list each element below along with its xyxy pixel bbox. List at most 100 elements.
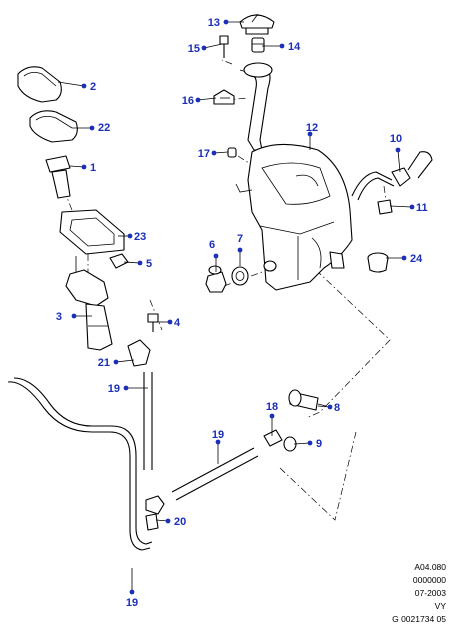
cover-2 xyxy=(17,66,62,103)
hose-connector-10 xyxy=(351,151,433,201)
cap-24 xyxy=(367,252,389,273)
callout-23: 23 xyxy=(118,231,146,243)
callout-number: 10 xyxy=(390,133,402,145)
grommet-7 xyxy=(231,266,249,286)
bolt-4 xyxy=(147,313,159,332)
callout-dot xyxy=(195,97,201,103)
callout-number: 5 xyxy=(146,258,152,270)
callout-number: 8 xyxy=(334,402,340,414)
callout-dot xyxy=(215,439,221,445)
reference-code: A04.080 xyxy=(414,562,446,572)
callout-8: 8 xyxy=(317,402,340,414)
elbow-11 xyxy=(377,199,393,215)
reservoir-tank-12 xyxy=(235,62,353,291)
callout-number: 6 xyxy=(209,239,215,251)
callout-17: 17 xyxy=(198,148,229,160)
callout-leader-line xyxy=(293,442,311,445)
callout-number: 1 xyxy=(90,162,96,174)
callout-leader-line xyxy=(197,97,217,101)
callout-dot xyxy=(409,204,415,210)
callout-19: 19 xyxy=(212,429,224,464)
callout-dot xyxy=(167,319,173,325)
pump-8 xyxy=(288,389,327,411)
callout-dot xyxy=(123,385,129,391)
callout-22: 22 xyxy=(72,122,110,134)
callout-dot xyxy=(307,131,313,137)
callout-leader-line xyxy=(115,359,135,363)
callout-number: 7 xyxy=(237,233,243,245)
callout-number: 14 xyxy=(288,41,301,53)
pump-6 xyxy=(205,265,227,293)
callout-number: 23 xyxy=(134,231,146,243)
bezel-23 xyxy=(59,209,125,255)
callout-9: 9 xyxy=(293,438,322,450)
assembly-line xyxy=(383,185,387,201)
callout-dot xyxy=(279,43,285,49)
reference-initials: VY xyxy=(434,601,446,611)
callout-dot xyxy=(71,313,77,319)
callout-dot xyxy=(395,147,401,153)
callout-dot xyxy=(81,83,87,89)
callout-dot xyxy=(201,45,207,51)
callout-dot xyxy=(89,125,95,131)
callout-dot xyxy=(401,255,407,261)
callout-number: 2 xyxy=(90,81,96,93)
callout-15: 15 xyxy=(188,43,223,55)
callout-13: 13 xyxy=(208,17,244,29)
reference-date: 07-2003 xyxy=(414,588,446,598)
callout-dot xyxy=(213,253,219,259)
hose-19-middle xyxy=(171,447,259,501)
screw-15 xyxy=(219,35,229,58)
callout-dot xyxy=(127,233,133,239)
callout-number: 18 xyxy=(266,401,278,413)
callout-number: 15 xyxy=(188,43,200,55)
callout-dot xyxy=(307,440,313,446)
cover-22 xyxy=(29,110,78,143)
callout-dot xyxy=(327,404,333,410)
callout-19: 19 xyxy=(126,568,138,609)
callout-number: 16 xyxy=(182,95,194,107)
callout-14: 14 xyxy=(262,41,301,53)
callout-number: 13 xyxy=(208,17,220,29)
callout-16: 16 xyxy=(182,95,217,107)
callout-11: 11 xyxy=(389,202,428,214)
filler-cap-13 xyxy=(239,13,275,35)
assembly-line xyxy=(305,269,391,419)
callout-21: 21 xyxy=(98,357,135,369)
callout-number: 3 xyxy=(56,311,62,323)
reference-serial: 0000000 xyxy=(412,575,446,585)
callout-number: 20 xyxy=(174,516,186,528)
callout-number: 19 xyxy=(108,383,120,395)
actuator-3 xyxy=(65,256,113,351)
callout-number: 12 xyxy=(306,122,318,134)
plug-17 xyxy=(227,147,237,158)
callout-number: 24 xyxy=(410,253,423,265)
callout-number: 21 xyxy=(98,357,110,369)
jet-1 xyxy=(45,155,71,199)
callout-18: 18 xyxy=(266,401,278,436)
callout-10: 10 xyxy=(390,133,402,173)
reference-block: A04.080 0000000 07-2003 VY G 0021734 05 xyxy=(392,561,446,626)
callout-leader-line xyxy=(389,205,413,208)
callout-number: 19 xyxy=(212,429,224,441)
callout-dot xyxy=(137,260,143,266)
callout-leader-line xyxy=(123,261,141,264)
callout-7: 7 xyxy=(237,233,243,266)
callout-dot xyxy=(211,150,217,156)
callout-24: 24 xyxy=(386,253,423,265)
clip-16 xyxy=(213,89,235,105)
callout-2: 2 xyxy=(57,81,96,93)
clip-5 xyxy=(109,253,129,269)
connector-20 xyxy=(145,495,165,531)
assembly-line xyxy=(237,155,253,166)
callout-1: 1 xyxy=(69,162,96,174)
callout-dot xyxy=(223,19,229,25)
connector-18 xyxy=(263,429,283,447)
connector-21 xyxy=(127,339,151,367)
callout-number: 4 xyxy=(174,317,181,329)
callout-leader-line xyxy=(397,149,401,173)
callout-number: 19 xyxy=(126,597,138,609)
